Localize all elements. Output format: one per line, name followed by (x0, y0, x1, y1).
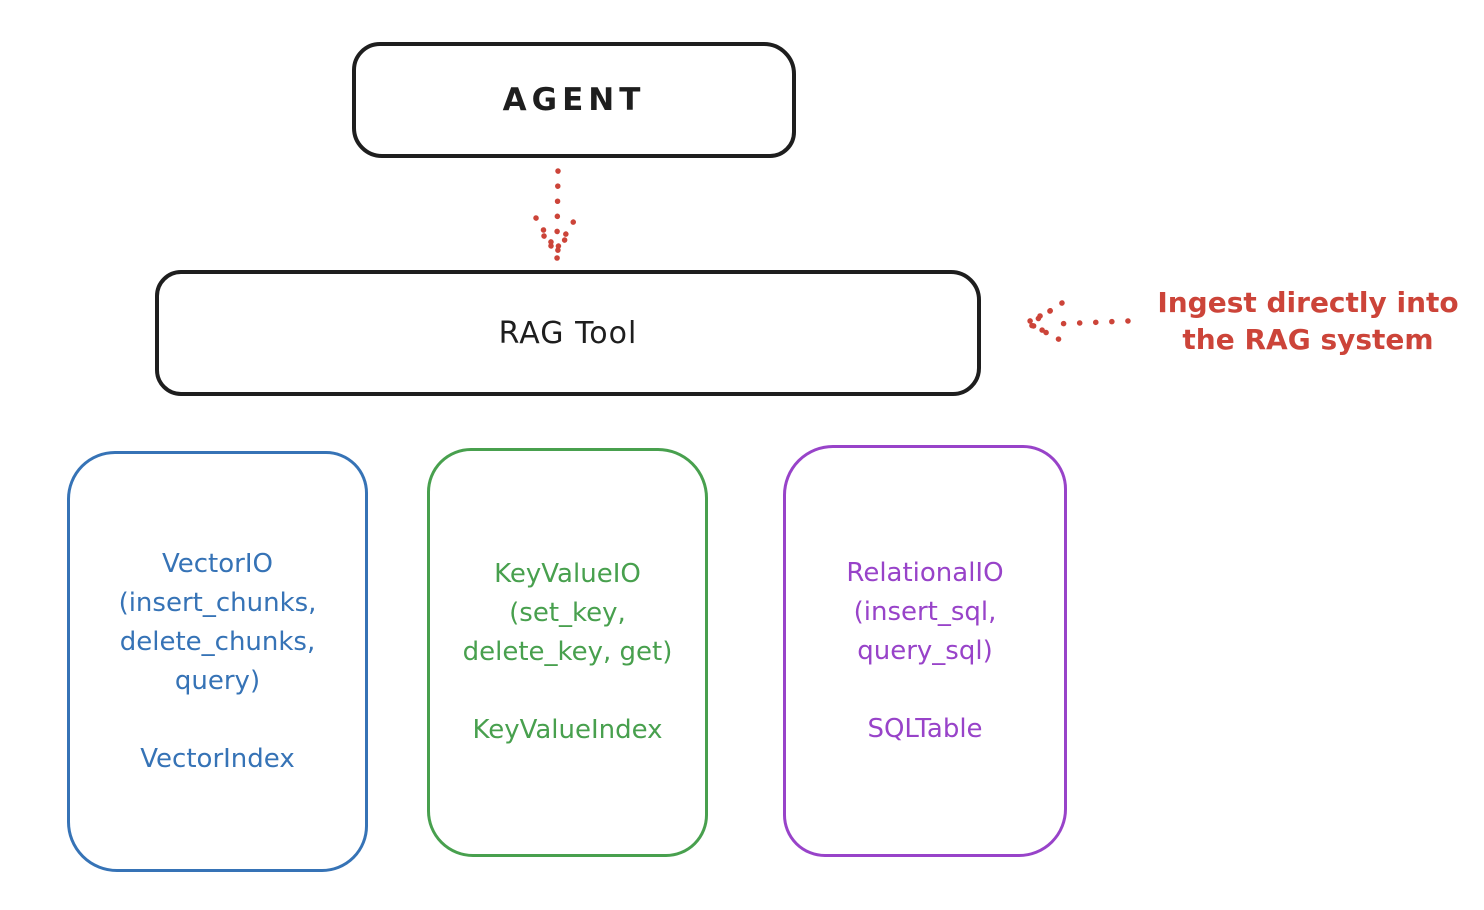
keyvalueio-index-label: KeyValueIndex (472, 715, 663, 745)
ingest-annotation: Ingest directly into the RAG system (1140, 284, 1476, 358)
vectorio-title-line: VectorIO (162, 548, 273, 579)
keyvalueio-title-line: KeyValueIO (494, 559, 641, 589)
keyvalueio-box: KeyValueIO (set_key, delete_key, get) Ke… (427, 448, 708, 857)
relationalio-methods-line: query_sql) (857, 635, 993, 666)
ingest-annotation-line1: Ingest directly into (1157, 286, 1459, 319)
relationalio-index-label: SQLTable (867, 713, 983, 744)
relationalio-methods-line: (insert_sql, (853, 596, 997, 627)
agent-label: AGENT (502, 82, 646, 118)
agent-box: AGENT (352, 42, 796, 158)
relationalio-title-line: RelationalIO (846, 557, 1004, 588)
dotted-left-arrow-icon (1019, 300, 1131, 345)
ingest-annotation-line2: the RAG system (1182, 323, 1434, 356)
dotted-down-arrow-icon (533, 168, 580, 261)
vectorio-methods-line: (insert_chunks, (118, 587, 317, 618)
vectorio-methods-line: query) (174, 665, 261, 696)
keyvalueio-methods-line: (set_key, (509, 598, 626, 628)
vectorio-index-label: VectorIndex (140, 743, 295, 774)
rag-tool-box: RAG Tool (155, 270, 981, 396)
vectorio-methods-line: delete_chunks, (119, 626, 316, 657)
vectorio-box: VectorIO (insert_chunks, delete_chunks, … (67, 451, 368, 872)
relationalio-box: RelationalIO (insert_sql, query_sql) SQL… (783, 445, 1067, 857)
keyvalueio-methods-line: delete_key, get) (462, 637, 673, 667)
rag-tool-label: RAG Tool (498, 315, 638, 351)
